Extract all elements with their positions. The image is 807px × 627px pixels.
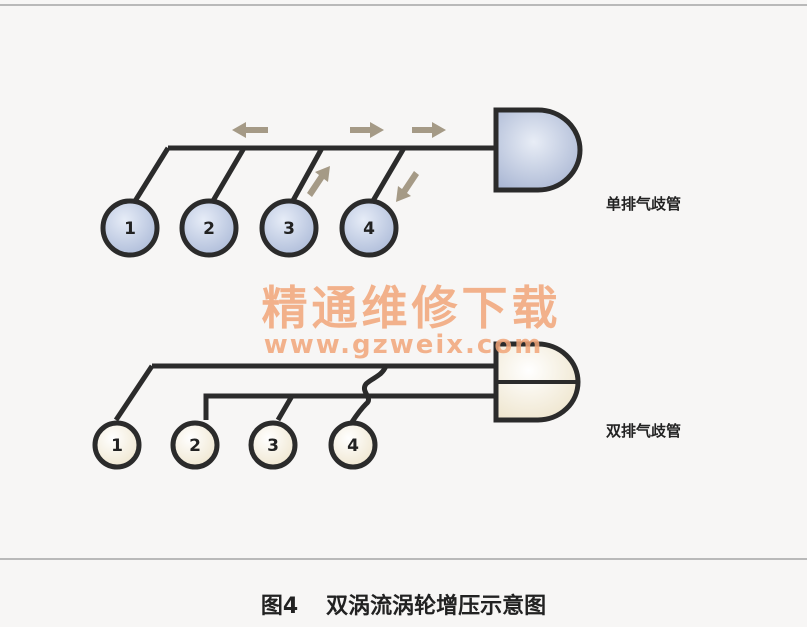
cylinder-number: 1 <box>111 436 123 456</box>
cylinder-number: 2 <box>203 219 215 239</box>
arrow-left-icon <box>232 122 268 138</box>
runner-4 <box>367 146 407 208</box>
runner-1 <box>113 364 155 422</box>
cylinder-3: 3 <box>248 420 298 470</box>
cylinder-number: 3 <box>267 436 279 456</box>
cylinder-2: 2 <box>179 198 239 258</box>
cylinder-2: 2 <box>170 420 220 470</box>
runner-1 <box>129 146 171 208</box>
single-manifold-label: 单排气歧管 <box>606 195 682 213</box>
cylinder-number: 1 <box>124 219 136 239</box>
runner-3 <box>275 394 295 422</box>
cylinder-number: 2 <box>189 436 201 456</box>
runner-2 <box>207 146 247 208</box>
watermark-text: 精通维修下载 <box>261 281 562 335</box>
arrow-right-icon <box>412 122 446 138</box>
twin-manifold-label: 双排气歧管 <box>606 422 682 440</box>
cylinder-1: 1 <box>100 198 160 258</box>
twin-manifold-diagram: 1 2 3 4 <box>92 341 581 470</box>
cylinder-1: 1 <box>92 420 142 470</box>
arrow-up-right-icon <box>307 166 330 197</box>
figure-title: 双涡流涡轮增压示意图 <box>326 594 547 619</box>
top-rule <box>0 4 807 6</box>
cylinder-4: 4 <box>339 198 399 258</box>
watermark-url: www.gzweix.com <box>263 330 544 360</box>
figure-number: 图4 <box>260 594 299 619</box>
cylinder-number: 4 <box>363 219 375 239</box>
cylinder-3: 3 <box>259 198 319 258</box>
arrow-right-icon <box>350 122 384 138</box>
cylinder-4: 4 <box>328 420 378 470</box>
twin-lower-channel <box>203 393 498 420</box>
turbo-diagram: 1 2 3 4 <box>92 107 583 470</box>
single-turbo-housing <box>493 107 583 193</box>
arrow-down-left-icon <box>396 171 419 202</box>
bottom-rule <box>0 558 807 560</box>
single-manifold-diagram: 1 2 3 4 <box>100 107 583 258</box>
cylinder-number: 4 <box>347 436 359 456</box>
runner-3 <box>287 146 325 208</box>
cylinder-number: 3 <box>283 219 295 239</box>
figure-caption: 图4 双涡流涡轮增压示意图 <box>0 588 807 620</box>
